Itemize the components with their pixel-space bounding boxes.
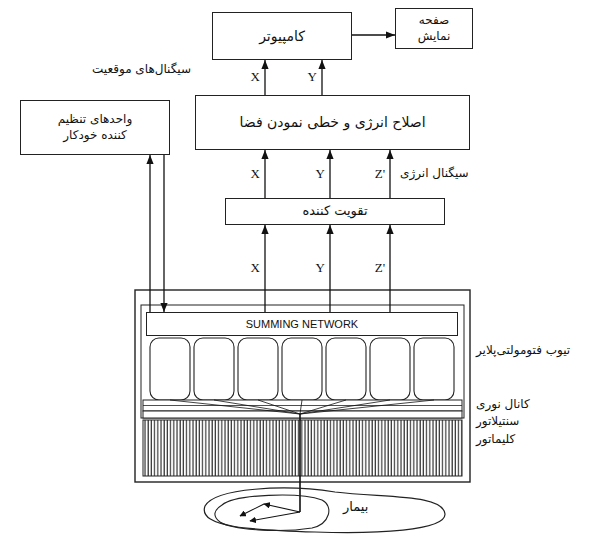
signal-arrow <box>264 225 265 312</box>
signal-name: X <box>250 167 261 181</box>
signal-arrow <box>321 60 322 95</box>
signal-arrow <box>264 150 265 198</box>
signal-arrow <box>389 225 390 312</box>
signal-name: Z' <box>374 261 386 275</box>
camera-housing <box>135 290 470 482</box>
node-label: SUMMING NETWORK <box>246 317 358 331</box>
signal-arrow <box>329 150 330 198</box>
summing-network: SUMMING NETWORK <box>146 312 458 336</box>
organ-outline <box>215 495 329 530</box>
process-box: اصلاح انرژی و خطی نمودن فضا <box>195 95 470 150</box>
part-label: سیگنال‌های موقعیت <box>92 62 191 76</box>
part-label: تیوب فتومولتی‌پلایر <box>476 343 570 357</box>
signal-name: X <box>250 70 261 84</box>
photomultiplier-tubes <box>150 338 454 400</box>
amplifier-box: تقویت کننده <box>225 198 445 225</box>
signal-arrow <box>149 155 150 312</box>
signal-arrow <box>264 60 265 95</box>
signal-arrow <box>389 150 390 198</box>
control-box: واحدهای تنظیم کننده خودکار <box>20 100 170 155</box>
gamma-ray <box>299 414 301 512</box>
patient-body-outline <box>195 486 450 536</box>
patient-outline: بیمار <box>195 486 450 536</box>
process-box: کامپیوتر <box>212 12 352 60</box>
light-guide-line <box>143 405 462 406</box>
signal-name: Z' <box>374 167 386 181</box>
part-label: سنتیلاتور <box>476 414 519 428</box>
light-spread-lines <box>170 400 434 414</box>
node-label: تقویت کننده <box>302 203 367 220</box>
node-label: کامپیوتر <box>259 27 305 45</box>
emission-arrows <box>240 504 300 521</box>
light-guide <box>143 400 462 411</box>
part-label: کلیماتور <box>476 432 515 446</box>
signal-name: Y <box>315 261 326 275</box>
signal-arrow <box>163 155 164 312</box>
node-label: واحدهای تنظیم کننده خودکار <box>53 112 137 143</box>
signal-arrow <box>329 225 330 312</box>
detector-frame <box>141 305 464 418</box>
node-label: صفحه نمایش <box>411 13 457 44</box>
signal-arrow <box>352 34 395 35</box>
scintillator-crystal <box>143 411 462 418</box>
collimator <box>143 420 462 476</box>
node-label: اصلاح انرژی و خطی نمودن فضا <box>239 113 425 131</box>
signal-name: Y <box>307 70 318 84</box>
display-box: صفحه نمایش <box>395 8 473 49</box>
part-label: کانال نوری <box>476 397 530 411</box>
patient-body-outline-path <box>204 488 445 532</box>
part-label: سیگنال انرژی <box>400 166 469 180</box>
node-label: بیمار <box>343 499 368 516</box>
signal-name: X <box>250 261 261 275</box>
signal-name: Y <box>315 167 326 181</box>
